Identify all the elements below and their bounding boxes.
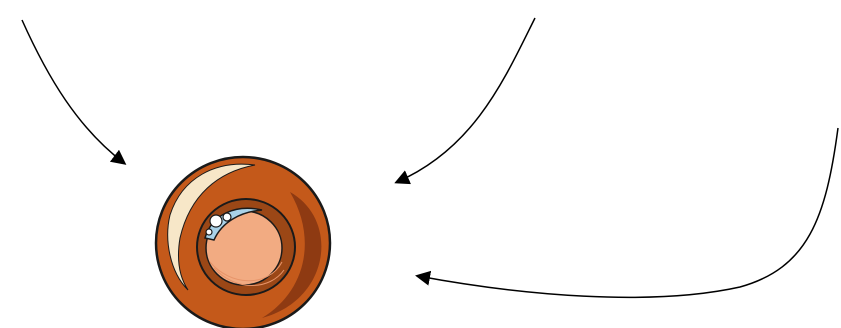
bubble-small	[206, 229, 212, 235]
bubble-large	[210, 215, 222, 227]
bubble-medium	[223, 213, 231, 221]
arrow-right	[418, 128, 838, 297]
arrow-left	[22, 20, 124, 163]
arrow-middle	[397, 18, 535, 182]
cell-icon	[156, 157, 330, 328]
